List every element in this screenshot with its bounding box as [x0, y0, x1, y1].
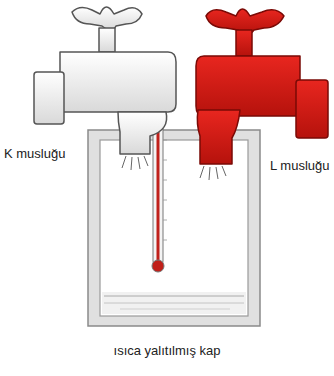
faucet-label: L musluğu [270, 158, 332, 174]
container-caption: ısıca yalıtılmış kap [10, 343, 324, 359]
insulated-container [88, 130, 260, 326]
k-faucet [34, 7, 176, 154]
faucet-label: K musluğu [4, 146, 66, 162]
l-faucet [196, 9, 328, 164]
